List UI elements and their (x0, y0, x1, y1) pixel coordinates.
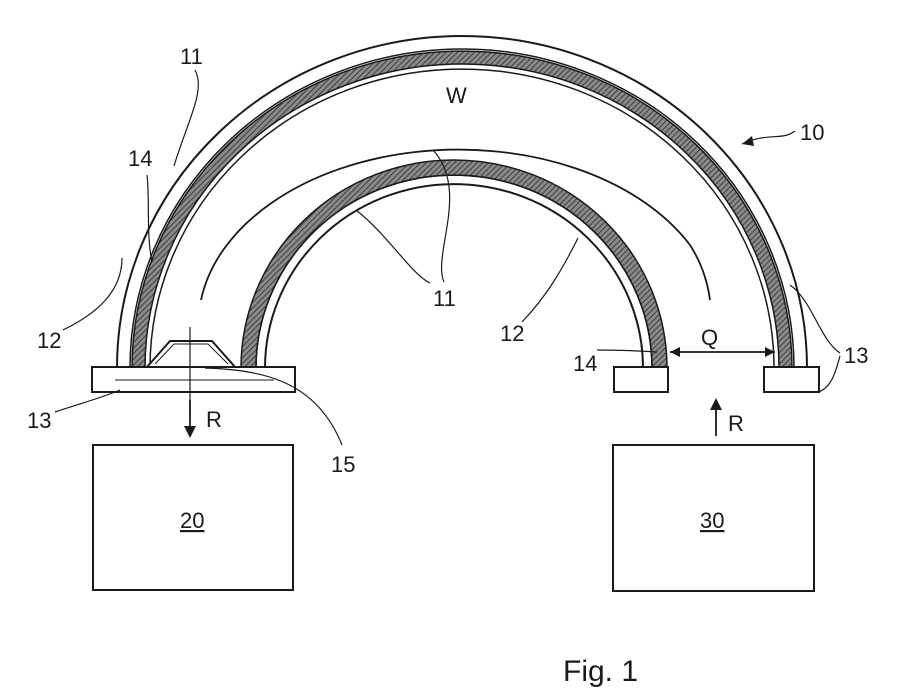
label-10: 10 (800, 120, 824, 145)
box-30-label: 30 (700, 508, 724, 533)
q-arrow-left-head (670, 347, 680, 357)
figure-caption: Fig. 1 (563, 655, 638, 688)
inner-jacket (256, 175, 652, 368)
base-plate-right-outer (764, 367, 819, 392)
outer-wall-inner-line (150, 69, 774, 368)
label-w: W (446, 83, 467, 108)
label-11-mid: 11 (433, 286, 456, 311)
inner-insulation-layer (241, 160, 667, 368)
leader-11-top (174, 70, 198, 166)
leader-13-left (55, 390, 120, 412)
label-r-left: R (206, 407, 222, 432)
label-q: Q (701, 325, 718, 350)
label-12-right: 12 (500, 321, 524, 346)
leader-12-right (522, 238, 578, 322)
r-arrow-left-head (184, 426, 196, 438)
leader-12-left (63, 258, 122, 330)
label-12-left: 12 (37, 328, 61, 353)
leader-13-right-a (790, 285, 840, 353)
leader-10-head (742, 136, 754, 146)
label-11-top: 11 (180, 44, 203, 69)
label-14-right: 14 (573, 351, 597, 376)
leader-14-left (147, 175, 152, 262)
leader-11-mid-a (356, 210, 430, 283)
base-plate-right-inner (614, 367, 668, 392)
label-15: 15 (331, 452, 355, 477)
box-20-label: 20 (180, 508, 204, 533)
leader-14-right (597, 350, 657, 352)
component-15 (147, 341, 235, 367)
label-13-right: 13 (844, 343, 868, 368)
label-r-right: R (728, 411, 744, 436)
flow-line-right-tail (690, 245, 710, 300)
leader-13-right-b (818, 356, 840, 392)
label-14-left: 14 (128, 146, 152, 171)
label-13-left: 13 (27, 408, 51, 433)
r-arrow-right-head (710, 398, 722, 410)
